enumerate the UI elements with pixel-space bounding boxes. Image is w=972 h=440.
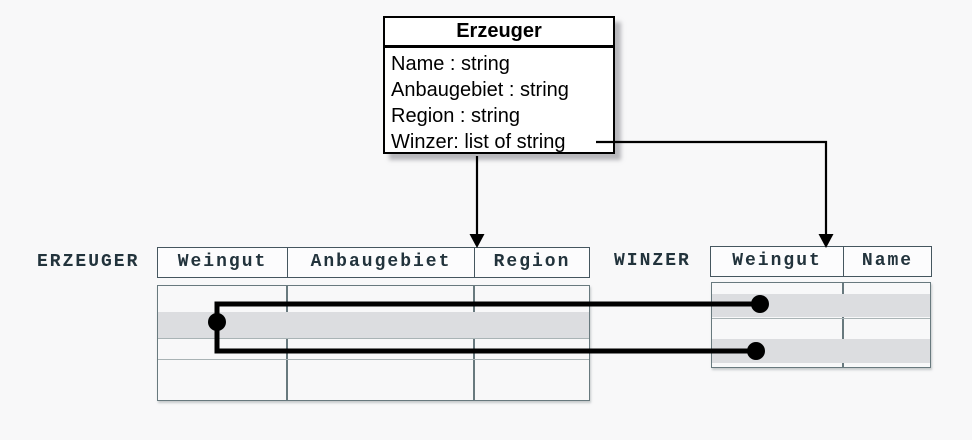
class-attribute-anbaugebiet: Anbaugebiet : string xyxy=(391,79,569,101)
winzer-column-name: Name xyxy=(843,247,931,276)
erzeuger-row-divider-2 xyxy=(158,338,589,339)
erzeuger-header-row: Weingut Anbaugebiet Region xyxy=(157,247,590,278)
erzeuger-highlighted-row xyxy=(158,312,589,338)
erzeuger-column-anbaugebiet: Anbaugebiet xyxy=(287,248,474,277)
arrowhead-winzer xyxy=(818,234,834,248)
arrowhead-erzeuger xyxy=(469,234,485,248)
link-dot-winzer-row-1 xyxy=(751,295,769,313)
row-link-connector xyxy=(214,301,760,354)
winzer-table-label: WINZER xyxy=(614,251,691,271)
link-dot-erzeuger-row xyxy=(208,313,226,331)
erzeuger-column-divider-1 xyxy=(286,286,288,400)
erzeuger-column-weingut: Weingut xyxy=(177,252,268,272)
class-title: Erzeuger xyxy=(385,18,613,48)
erzeuger-column-region: Region xyxy=(474,248,589,277)
class-attribute-name: Name : string xyxy=(391,53,510,75)
winzer-column-divider xyxy=(842,283,844,367)
erzeuger-table-label: ERZEUGER xyxy=(37,252,140,272)
winzer-column-weingut: Weingut xyxy=(732,251,822,271)
class-attribute-winzer: Winzer: list of string xyxy=(391,131,566,153)
class-attribute-list: Name : string Anbaugebiet : string Regio… xyxy=(385,48,613,155)
link-dot-winzer-row-2 xyxy=(747,342,765,360)
arrow-winzer-attribute-to-winzer xyxy=(596,140,828,235)
erzeuger-body-table xyxy=(157,285,590,401)
erzeuger-column-divider-2 xyxy=(473,286,475,400)
winzer-header-row: Weingut Name xyxy=(710,246,932,277)
winzer-row-divider xyxy=(712,318,930,319)
uml-class-box: Erzeuger Name : string Anbaugebiet : str… xyxy=(383,16,615,154)
erzeuger-row-divider-3 xyxy=(158,359,589,360)
class-attribute-region: Region : string xyxy=(391,105,520,127)
